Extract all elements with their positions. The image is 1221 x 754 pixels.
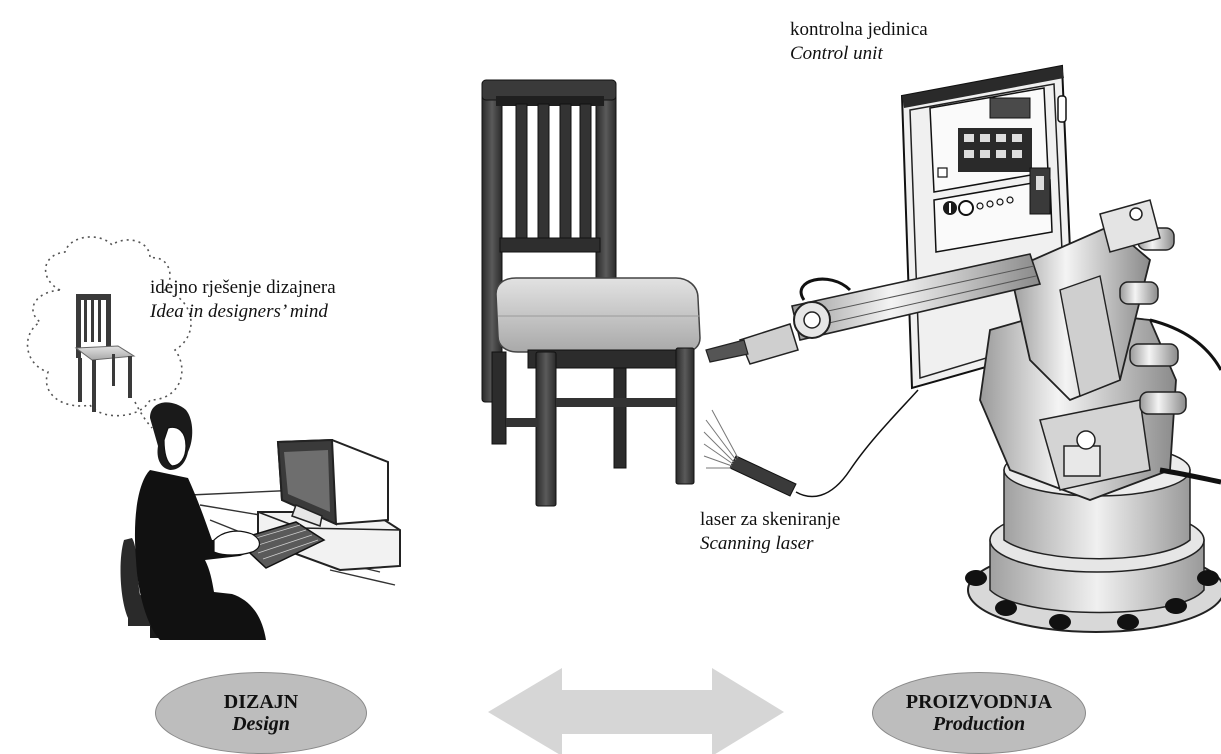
scanning-laser-label-line2: Scanning laser: [700, 533, 814, 554]
design-oval-title: DIZAJN: [223, 691, 299, 713]
scanning-laser-label: laser za skeniranje Scanning laser: [700, 508, 840, 556]
idea-label-line1: idejno rješenje dizajnera: [150, 277, 336, 298]
production-oval: PROIZVODNJA Production: [872, 672, 1086, 754]
small-chair-icon: [74, 294, 136, 412]
idea-label: idejno rješenje dizajnera Idea in design…: [150, 276, 336, 324]
thought-cloud-icon: [26, 236, 192, 429]
robot-arm-icon: [705, 199, 1221, 633]
idea-label-line2: Idea in designers’ mind: [150, 301, 328, 322]
control-unit-label-line2: Control unit: [790, 43, 883, 64]
design-oval: DIZAJN Design: [155, 672, 367, 754]
scanning-laser-label-line1: laser za skeniranje: [700, 509, 841, 530]
design-oval-subtitle: Design: [232, 713, 290, 735]
designer-at-computer-icon: [120, 402, 401, 640]
control-unit-label-line1: kontrolna jedinica: [790, 19, 928, 40]
production-oval-title: PROIZVODNJA: [905, 691, 1053, 713]
production-oval-subtitle: Production: [932, 713, 1026, 735]
double-arrow-icon: [488, 668, 784, 754]
chair-icon: [481, 79, 701, 507]
scanning-laser-icon: [703, 409, 797, 497]
control-unit-label: kontrolna jedinica Control unit: [790, 18, 928, 66]
